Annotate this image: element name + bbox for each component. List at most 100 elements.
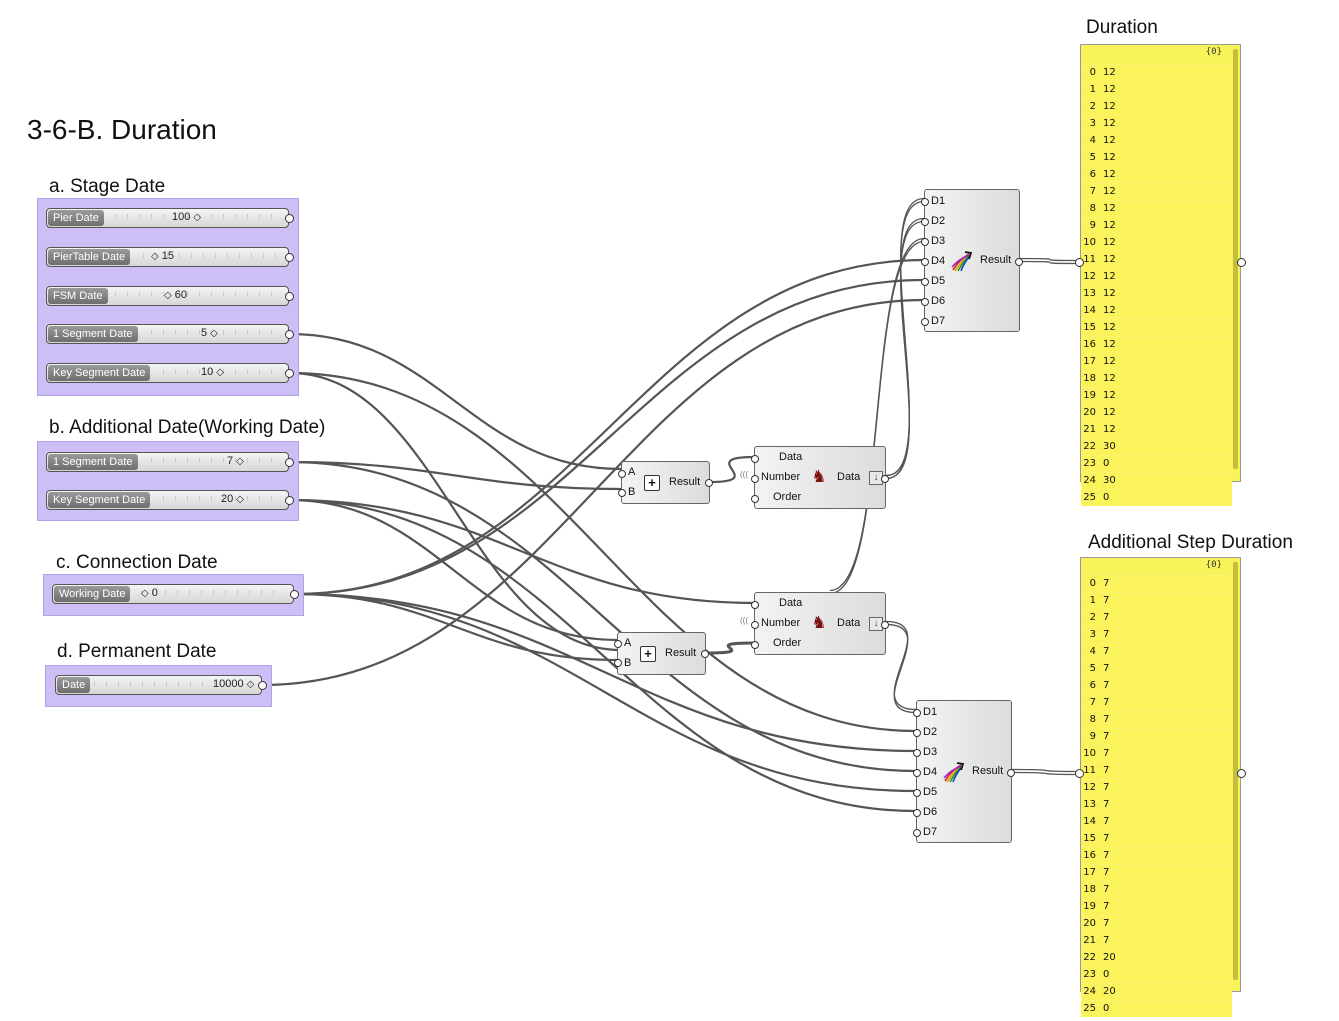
input-port[interactable] — [921, 258, 929, 266]
row-index: 24 — [1083, 986, 1096, 997]
output-port[interactable] — [881, 475, 889, 483]
slider-1-segment-date-add[interactable]: 1 Segment Date 7 — [46, 452, 289, 472]
input-port[interactable] — [921, 238, 929, 246]
input-d2-label: D2 — [923, 726, 938, 738]
slider-permanent-date[interactable]: Date 10000 — [55, 675, 262, 695]
slider-fsm-date[interactable]: FSM Date 60 — [46, 286, 289, 306]
output-port[interactable] — [1015, 258, 1023, 266]
output-port[interactable] — [1237, 769, 1246, 778]
slider-value: 10000 — [213, 678, 254, 690]
slider-label: Working Date — [54, 586, 131, 602]
input-port[interactable] — [913, 729, 921, 737]
output-port[interactable] — [258, 681, 267, 690]
output-port[interactable] — [285, 330, 294, 339]
row-value: 0 — [1103, 1003, 1110, 1014]
input-port[interactable] — [751, 641, 759, 649]
input-port[interactable] — [614, 640, 622, 648]
slider-key-segment-date[interactable]: Key Segment Date 10 — [46, 363, 289, 383]
wire — [829, 237, 925, 592]
row-value: 7 — [1103, 867, 1110, 878]
row-value: 12 — [1103, 84, 1116, 95]
output-port[interactable] — [285, 292, 294, 301]
input-port[interactable] — [921, 298, 929, 306]
output-port[interactable] — [285, 253, 294, 262]
param-indicator-icon: ((( — [740, 470, 748, 479]
input-port[interactable] — [614, 659, 622, 667]
sort-list-component-bottom[interactable]: Data Number Order ♞ Data ↓ — [751, 592, 889, 655]
slider-pier-date[interactable]: Pier Date 100 — [46, 208, 289, 228]
output-port[interactable] — [1007, 769, 1015, 777]
input-port[interactable] — [913, 809, 921, 817]
slider-label: Date — [57, 677, 91, 693]
output-port[interactable] — [285, 214, 294, 223]
input-d6-label: D6 — [931, 295, 946, 307]
slider-value: 5 — [201, 327, 218, 339]
output-port[interactable] — [701, 650, 709, 658]
wire — [885, 623, 917, 714]
slider-1-segment-date[interactable]: 1 Segment Date 5 — [46, 324, 289, 344]
input-port[interactable] — [921, 278, 929, 286]
addition-component-top[interactable]: A B + Result — [618, 461, 713, 504]
slider-key-segment-date-add[interactable]: Key Segment Date 20 — [46, 490, 289, 510]
output-port[interactable] — [881, 621, 889, 629]
input-port[interactable] — [1075, 258, 1084, 267]
input-port[interactable] — [1075, 769, 1084, 778]
row-index: 12 — [1083, 782, 1096, 793]
input-port[interactable] — [618, 489, 626, 497]
panel-path-label: {0} — [1205, 560, 1222, 570]
input-b-label: B — [624, 657, 632, 669]
input-port[interactable] — [913, 789, 921, 797]
panel-scrollbar[interactable] — [1233, 562, 1238, 980]
input-port[interactable] — [751, 495, 759, 503]
slider-piertable-date[interactable]: PierTable Date 15 — [46, 247, 289, 267]
output-port[interactable] — [705, 479, 713, 487]
input-port[interactable] — [921, 318, 929, 326]
row-index: 21 — [1083, 935, 1096, 946]
merge-component-top[interactable]: D1 D2 D3 D4 D5 D6 D7 Result — [921, 189, 1023, 332]
row-value: 7 — [1103, 799, 1110, 810]
output-port[interactable] — [290, 590, 299, 599]
input-port[interactable] — [751, 621, 759, 629]
input-port[interactable] — [921, 198, 929, 206]
input-port[interactable] — [751, 475, 759, 483]
slider-track[interactable] — [141, 590, 285, 595]
output-port[interactable] — [285, 369, 294, 378]
sort-list-component-top[interactable]: Data Number Order ♞ Data ↓ — [751, 446, 889, 509]
input-port[interactable] — [913, 709, 921, 717]
input-port[interactable] — [751, 455, 759, 463]
row-index: 3 — [1089, 118, 1096, 129]
merge-component-bottom[interactable]: D1 D2 D3 D4 D5 D6 D7 Result — [913, 700, 1015, 843]
row-index: 25 — [1083, 492, 1096, 503]
output-port[interactable] — [1237, 258, 1246, 267]
slider-track[interactable] — [94, 681, 253, 686]
slider-track[interactable] — [115, 292, 280, 297]
row-value: 7 — [1103, 612, 1110, 623]
slider-track[interactable] — [143, 253, 280, 258]
output-port[interactable] — [285, 458, 294, 467]
slider-working-date[interactable]: Working Date 0 — [52, 584, 294, 604]
input-port[interactable] — [618, 470, 626, 478]
addition-component-bottom[interactable]: A B + Result — [614, 632, 709, 675]
output-label: Result — [665, 647, 697, 659]
input-port[interactable] — [913, 749, 921, 757]
row-index: 22 — [1083, 952, 1096, 963]
row-value: 30 — [1103, 441, 1116, 452]
slider-track[interactable] — [151, 458, 280, 463]
row-value: 7 — [1103, 731, 1110, 742]
input-port[interactable] — [913, 829, 921, 837]
panel-scrollbar[interactable] — [1233, 49, 1238, 469]
input-port[interactable] — [751, 601, 759, 609]
input-port[interactable] — [913, 769, 921, 777]
input-port[interactable] — [921, 218, 929, 226]
output-port[interactable] — [285, 496, 294, 505]
row-value: 12 — [1103, 152, 1116, 163]
